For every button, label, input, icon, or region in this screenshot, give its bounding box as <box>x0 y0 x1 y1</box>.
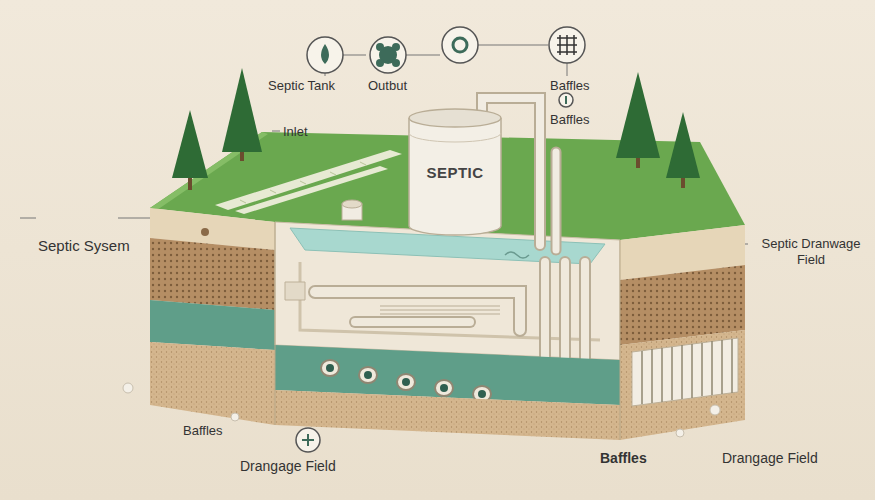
tank-label: SEPTIC <box>408 164 502 181</box>
part-label: Drangage Field <box>722 450 818 467</box>
part-label: Inlet <box>283 124 308 140</box>
part-label: Baffles <box>600 450 647 467</box>
septic-tank-cylinder: SEPTIC <box>408 108 502 236</box>
part-label: Baffles <box>550 78 590 94</box>
part-label: Baffles <box>183 423 223 439</box>
part-label: Outbut <box>368 78 407 94</box>
part-label: Septic Sysem <box>38 237 130 255</box>
part-label: Baffles <box>550 112 590 128</box>
part-label: Drangage Field <box>240 458 336 475</box>
part-label: Septic Tank <box>268 78 335 94</box>
part-label: Septic Dranwage Field <box>752 236 870 267</box>
